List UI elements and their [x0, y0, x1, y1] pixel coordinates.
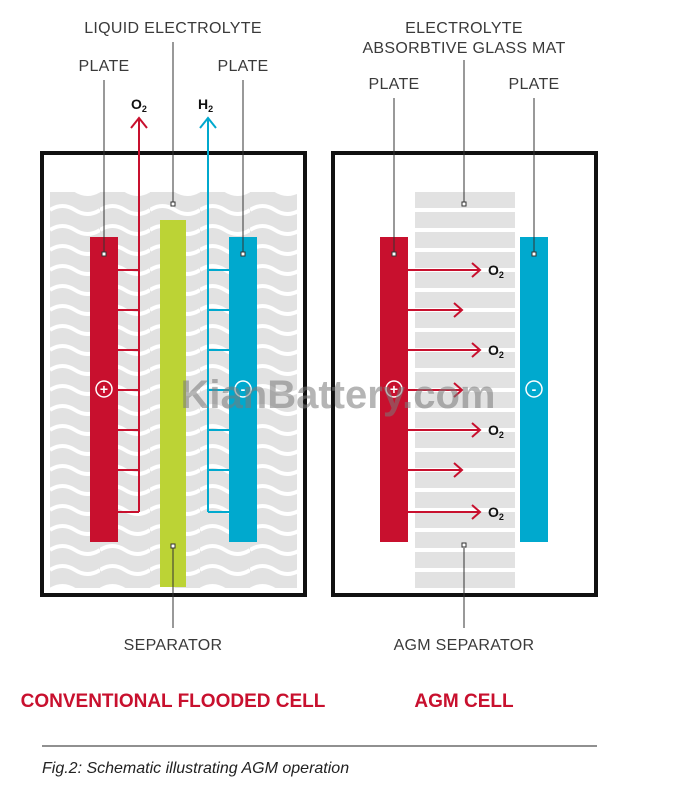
- oxygen-bubble-path: [118, 116, 148, 513]
- agm-positive-symbol: +: [390, 381, 398, 397]
- left-leader-lines: [101, 42, 246, 628]
- right-plate-label: PLATE: [218, 58, 269, 75]
- agm-right-plate-label: PLATE: [509, 76, 560, 93]
- agm-negative-terminal-symbol: [525, 380, 543, 398]
- left-plate-label: PLATE: [79, 58, 130, 75]
- oxygen-label: O2: [131, 96, 147, 114]
- separator-label: SEPARATOR: [124, 637, 223, 654]
- agm-positive-terminal-symbol: [385, 380, 403, 398]
- conventional-cell-title: CONVENTIONAL FLOODED CELL: [21, 691, 326, 712]
- agm-oxygen-label-3: O2: [488, 422, 504, 440]
- separator: [160, 220, 186, 587]
- positive-terminal-symbol: [95, 380, 113, 398]
- liquid-electrolyte-label: LIQUID ELECTROLYTE: [84, 20, 262, 37]
- agm-oxygen-label-1: O2: [488, 262, 504, 280]
- negative-symbol: -: [241, 381, 246, 397]
- agm-positive-plate: [380, 237, 408, 542]
- electrolyte-label-line2: ABSORBTIVE GLASS MAT: [362, 40, 565, 57]
- positive-symbol: +: [100, 381, 108, 397]
- conventional-flooded-cell: + -: [21, 20, 326, 712]
- agm-negative-symbol: -: [532, 381, 537, 397]
- oxygen-transfer-arrows: [408, 262, 482, 520]
- hydrogen-label: H2: [198, 96, 213, 114]
- agm-left-plate-label: PLATE: [369, 76, 420, 93]
- agm-separator-label: AGM SEPARATOR: [394, 637, 535, 654]
- right-leader-lines: [391, 60, 537, 628]
- agm-oxygen-label-2: O2: [488, 342, 504, 360]
- glass-mat-layers: [415, 192, 515, 588]
- hydrogen-bubble-path: [199, 116, 229, 513]
- electrolyte-label-line1: ELECTROLYTE: [405, 20, 523, 37]
- watermark: KianBattery.com: [181, 373, 496, 417]
- agm-cell-title: AGM CELL: [414, 691, 514, 712]
- agm-oxygen-label-4: O2: [488, 504, 504, 522]
- negative-plate: [229, 237, 257, 542]
- agm-cell: + - O2 O2 O2 O2 ELECTROLYT: [331, 20, 598, 712]
- figure-caption: Fig.2: Schematic illustrating AGM operat…: [42, 760, 349, 777]
- agm-negative-plate: [520, 237, 548, 542]
- negative-terminal-symbol: [234, 380, 252, 398]
- positive-plate: [90, 237, 118, 542]
